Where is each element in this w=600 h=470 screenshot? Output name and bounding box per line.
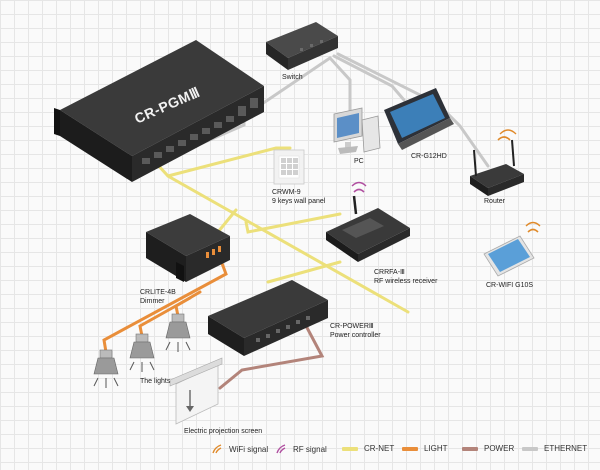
power-controller-model: CR-POWERⅢ xyxy=(330,323,374,330)
pc-device xyxy=(333,107,381,154)
light-fixture xyxy=(129,333,155,372)
wifi-signal-icon xyxy=(497,136,511,141)
touch-panel-label: CR-G12HD xyxy=(411,153,447,160)
rf-receiver-label: CRRFA-Ⅲ RF wireless receiver xyxy=(374,268,437,286)
wifi-signal-icon xyxy=(212,444,222,454)
dimmer-model: CRLITE-4B xyxy=(140,289,176,296)
rf-receiver-device xyxy=(326,181,410,262)
wall-panel-desc: 9 keys wall panel xyxy=(272,198,326,205)
power-controller-desc: Power controller xyxy=(330,332,381,339)
light-swatch xyxy=(402,446,418,451)
wall-panel-model: CRWM-9 xyxy=(272,189,301,196)
power-controller-label: CR-POWERⅢ Power controller xyxy=(330,322,381,340)
rf-receiver-desc: RF wireless receiver xyxy=(374,278,438,285)
legend-light-label: LIGHT xyxy=(424,444,448,453)
light-fixture xyxy=(93,349,119,388)
legend-power-label: POWER xyxy=(484,444,515,453)
projection-screen-device xyxy=(169,357,223,425)
legend-rf-label: RF signal xyxy=(293,444,327,454)
touch-panel-device xyxy=(384,88,454,150)
dimmer-device xyxy=(146,214,230,282)
legend-ethernet-label: ETHERNET xyxy=(544,444,588,453)
projection-screen-label: Electric projection screen xyxy=(184,428,263,435)
rf-receiver-model: CRRFA-Ⅲ xyxy=(374,269,405,276)
legend-wifi: WiFi signal xyxy=(212,444,268,454)
rf-signal-icon xyxy=(276,444,286,454)
wifi-tablet-label: CR-WIFI G10S xyxy=(486,282,534,289)
light-fixture xyxy=(165,313,191,352)
rf-signal-icon xyxy=(353,188,365,193)
legend-crnet-label: CR-NET xyxy=(364,444,395,453)
controller-ports xyxy=(142,98,258,164)
legend-wifi-label: WiFi signal xyxy=(229,444,269,454)
wifi-tablet-device xyxy=(483,221,541,277)
switch-device xyxy=(266,22,338,70)
legend-rf: RF signal xyxy=(276,444,327,454)
tablet-wifi-icon xyxy=(527,228,539,233)
pc-label: PC xyxy=(354,158,364,165)
dimmer-desc: Dimmer xyxy=(140,298,165,305)
power-swatch xyxy=(462,446,478,451)
router-label: Router xyxy=(484,198,506,205)
wall-panel-device xyxy=(273,149,305,185)
dimmer-label: CRLITE-4B Dimmer xyxy=(140,288,176,306)
legend-light: LIGHT xyxy=(402,444,448,453)
legend-power: POWER xyxy=(462,444,514,453)
light-cables xyxy=(102,256,228,354)
wall-panel-label: CRWM-9 9 keys wall panel xyxy=(272,188,325,206)
power-cables xyxy=(218,320,325,390)
main-controller-device xyxy=(54,40,264,182)
legend-ethernet: ETHERNET xyxy=(522,444,587,453)
ethernet-swatch xyxy=(522,446,538,451)
switch-label: Switch xyxy=(282,74,303,81)
router-device xyxy=(470,129,524,196)
lights-label: The lights xyxy=(140,378,171,385)
legend-crnet: CR-NET xyxy=(342,444,394,453)
crnet-swatch xyxy=(342,446,358,451)
power-controller-device xyxy=(208,280,328,356)
